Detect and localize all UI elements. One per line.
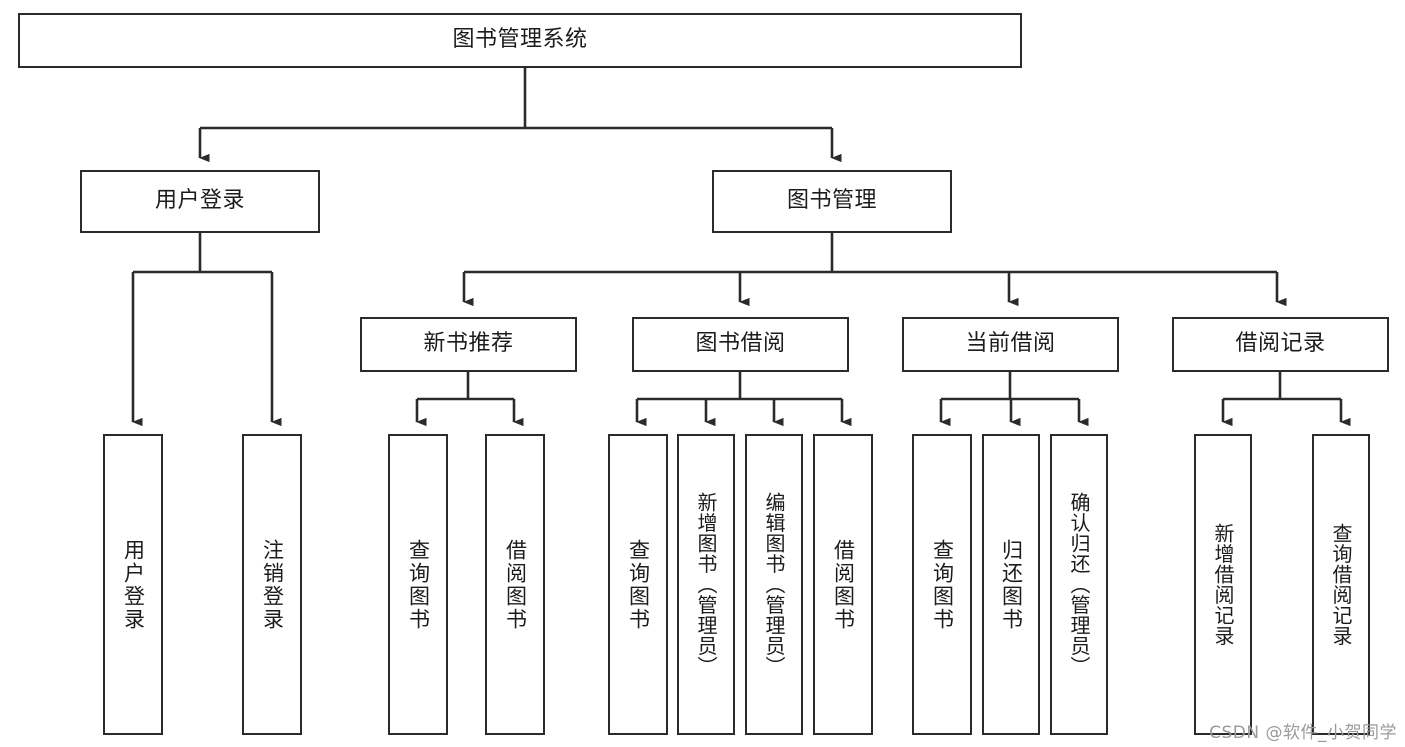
node-leaf-logout-login[interactable]: 注销登录 (242, 434, 302, 735)
node-leaf-confirm-return[interactable]: 确认归还（管理员） (1050, 434, 1108, 735)
node-label: 借阅图书 (831, 538, 856, 631)
node-label: 新增借阅记录 (1211, 523, 1235, 646)
node-label: 用户登录 (154, 188, 245, 214)
node-leaf-query-borrow-record[interactable]: 查询借阅记录 (1312, 434, 1370, 735)
node-leaf-query-book-borrow[interactable]: 查询图书 (608, 434, 668, 735)
node-leaf-borrow-book-recommend[interactable]: 借阅图书 (485, 434, 545, 735)
node-book-management[interactable]: 图书管理 (712, 170, 952, 233)
node-leaf-query-book-recommend[interactable]: 查询图书 (388, 434, 448, 735)
node-book-borrow[interactable]: 图书借阅 (632, 317, 849, 372)
node-new-book-recommend[interactable]: 新书推荐 (360, 317, 577, 372)
node-label: 借阅记录 (1235, 331, 1326, 357)
node-label: 注销登录 (260, 538, 285, 631)
node-label: 查询图书 (626, 538, 651, 631)
node-label: 查询图书 (930, 538, 955, 631)
node-root-system[interactable]: 图书管理系统 (18, 13, 1022, 68)
node-label: 查询图书 (406, 538, 431, 631)
node-label: 图书管理系统 (452, 27, 588, 53)
node-leaf-return-book[interactable]: 归还图书 (982, 434, 1040, 735)
node-label: 当前借阅 (965, 331, 1056, 357)
node-label: 新书推荐 (423, 331, 514, 357)
node-label: 编辑图书（管理员） (762, 492, 786, 677)
node-label: 确认归还（管理员） (1067, 492, 1091, 677)
node-user-login[interactable]: 用户登录 (80, 170, 320, 233)
node-leaf-query-book-current[interactable]: 查询图书 (912, 434, 972, 735)
node-leaf-borrow-book-borrow[interactable]: 借阅图书 (813, 434, 873, 735)
node-leaf-edit-book[interactable]: 编辑图书（管理员） (745, 434, 803, 735)
node-label: 新增图书（管理员） (694, 492, 718, 677)
node-label: 借阅图书 (503, 538, 528, 631)
node-current-borrow[interactable]: 当前借阅 (902, 317, 1119, 372)
node-borrow-record[interactable]: 借阅记录 (1172, 317, 1389, 372)
node-leaf-add-borrow-record[interactable]: 新增借阅记录 (1194, 434, 1252, 735)
node-label: 图书借阅 (695, 331, 786, 357)
node-leaf-add-book[interactable]: 新增图书（管理员） (677, 434, 735, 735)
node-leaf-user-login[interactable]: 用户登录 (103, 434, 163, 735)
node-label: 查询借阅记录 (1329, 523, 1353, 646)
node-label: 图书管理 (786, 188, 877, 214)
node-label: 归还图书 (999, 538, 1024, 631)
node-label: 用户登录 (121, 538, 146, 631)
